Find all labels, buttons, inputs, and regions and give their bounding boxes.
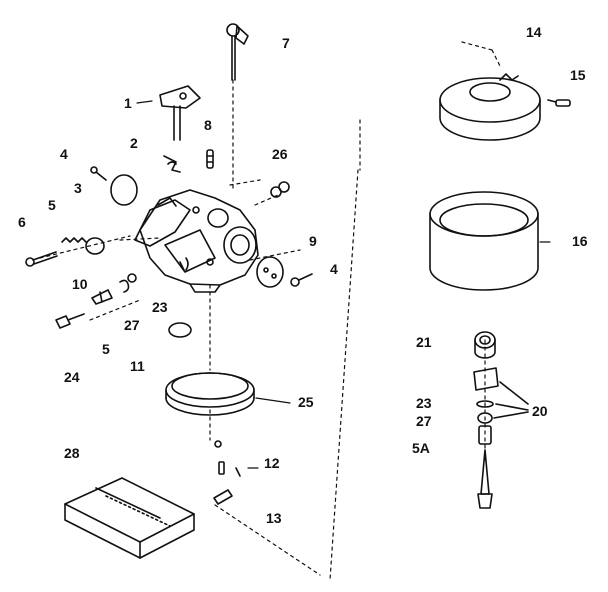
callout-5-lower: 5	[102, 341, 110, 357]
part-1-throttle-shaft	[159, 85, 201, 141]
part-7-screw	[226, 23, 249, 81]
callout-13: 13	[266, 510, 282, 526]
part-12-jet	[214, 440, 241, 477]
callout-23-left: 23	[152, 299, 168, 315]
part-15-screw	[547, 99, 571, 107]
part-9-choke-plate	[256, 256, 284, 288]
part-4-screw	[90, 166, 107, 181]
callout-3: 3	[74, 180, 82, 196]
part-2-clip	[163, 155, 181, 173]
callout-9: 9	[309, 233, 317, 249]
part-8-spring	[206, 149, 214, 169]
callout-10: 10	[72, 276, 88, 292]
callout-28: 28	[64, 445, 80, 461]
part-14-air-filter-foam	[439, 73, 541, 141]
callout-25: 25	[298, 394, 314, 410]
leader-lines	[136, 100, 551, 469]
callout-7: 7	[282, 35, 290, 51]
part-5-spring	[61, 237, 87, 243]
callout-21: 21	[416, 334, 432, 350]
callout-1: 1	[124, 95, 132, 111]
part-25-gasket	[165, 372, 255, 416]
part-20-needle-stack	[473, 367, 529, 509]
callout-8: 8	[204, 117, 212, 133]
callout-5A: 5A	[412, 440, 430, 456]
callout-6: 6	[18, 214, 26, 230]
part-24-screw	[55, 313, 85, 329]
callout-24: 24	[64, 369, 80, 385]
part-4b-screw	[290, 273, 313, 287]
part-28-booklet	[64, 477, 195, 559]
callout-20: 20	[532, 403, 548, 419]
callout-2: 2	[130, 135, 138, 151]
o-ring-left	[85, 237, 105, 255]
callout-5-upper: 5	[48, 197, 56, 213]
part-26-screw	[270, 181, 290, 198]
part-10-needle	[91, 289, 113, 305]
callout-14: 14	[526, 24, 542, 40]
part-13-jet	[213, 489, 233, 505]
part-11-ring	[168, 322, 192, 338]
callout-4-top: 4	[60, 146, 68, 162]
callout-26: 26	[272, 146, 288, 162]
callout-27-left: 27	[124, 317, 140, 333]
callout-23-right: 23	[416, 395, 432, 411]
callout-27-right: 27	[416, 413, 432, 429]
carburetor-body	[134, 189, 259, 293]
callout-11: 11	[130, 358, 145, 374]
part-16-filter-housing	[429, 191, 539, 291]
callout-12: 12	[264, 455, 280, 471]
part-23-clip	[119, 279, 130, 293]
callout-15: 15	[570, 67, 586, 83]
part-6-screw	[25, 251, 58, 267]
callout-4-right: 4	[330, 261, 338, 277]
callout-16: 16	[572, 233, 588, 249]
part-21-fitting	[474, 331, 496, 359]
part-27-washer	[127, 273, 137, 283]
part-3-throttle-plate	[110, 174, 138, 206]
assembly-dashed-lines	[39, 41, 501, 581]
